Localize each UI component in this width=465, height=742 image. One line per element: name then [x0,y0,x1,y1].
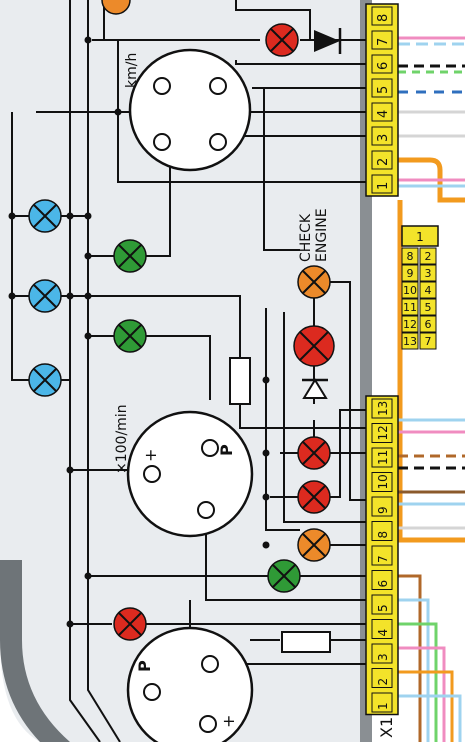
connector-lower-pin-number: 6 [376,580,390,588]
mini-connector-pin-number: 9 [407,267,414,280]
outgoing-wires [397,36,465,742]
connector-lower-pin-number: 10 [376,474,390,489]
lamp-red-2 [297,436,331,470]
connector-lower-pin-number: 12 [376,425,390,440]
mini-connector-pin-number: 1 [416,230,424,244]
connector-lower-pin-number: 7 [376,555,390,563]
connector-x1-label: X1 [377,717,396,738]
connector-upper-pin [371,30,393,50]
connector-upper-pin [371,150,393,170]
connector-lower-pin-number: 11 [376,450,390,465]
lower-gauge-plus-label: + [219,715,238,728]
lamp-orange-check-engine [297,265,331,299]
lamp-blue-2 [28,279,62,313]
speedometer-unit-label: km/h [124,53,140,88]
connector-lower-pin-number: 1 [376,702,390,710]
resistor-upper [229,357,251,405]
lamp-green-2 [113,319,147,353]
mini-connector-pin-number: 3 [425,267,432,280]
connector-lower-pin [371,521,393,541]
check-engine-label-line1: CHECK [298,213,314,262]
connector-lower-pin-number: 9 [376,506,390,514]
mini-connector-pin-number: 8 [407,250,414,263]
connector-lower-pin [371,472,393,492]
connector-lower-pin [371,643,393,664]
connector-lower-pin [371,692,393,713]
tachometer-p-label: P [217,444,236,456]
connector-lower-pin-number: 13 [376,401,390,416]
check-engine-label-line2: ENGINE [314,208,330,262]
lamp-red-4 [113,607,147,641]
lamp-green-1 [113,239,147,273]
mini-connector-pin-number: 13 [403,335,417,348]
connector-upper-pin-number: 6 [376,62,391,70]
mini-connector-pin-number: 2 [425,250,432,263]
connector-upper-pin-number: 1 [376,182,391,190]
connector-lower-pin [371,496,393,517]
lower-gauge-p-label: P [135,660,154,672]
connector-upper-pin [371,6,393,26]
lamp-red-speedometer [265,23,299,57]
panel-background [0,0,360,742]
lamp-blue-3 [28,363,62,397]
diode-middle [302,378,328,399]
lamp-red-large [293,325,335,367]
resistor-lower [281,631,331,653]
diode-top [314,28,342,54]
junction-dots [8,36,270,628]
lamp-blue-1 [28,199,62,233]
connector-lower-pin-number: 2 [376,678,390,686]
mini-connector-pin-number: 6 [425,318,432,331]
lamp-red-3 [297,480,331,514]
mini-connector-pin-number: 11 [403,301,417,314]
connector-lower: 13 12 11 10 9 8 7 6 5 4 3 2 1 [365,395,399,716]
connector-upper-pin-number: 8 [376,14,391,22]
mini-connector-pin-number: 10 [403,284,417,297]
tachometer-plus-label: + [141,449,160,462]
connector-lower-pin [371,668,393,688]
connector-lower-pin-number: 3 [376,653,390,661]
lamp-orange-top [101,0,131,15]
connector-lower-pin [371,545,393,566]
connector-lower-pin [371,447,393,468]
lamp-orange-2 [297,528,331,562]
connector-upper-pin [371,102,393,122]
connector-lower-pin [371,619,393,639]
connector-lower-pin-number: 5 [376,604,390,612]
connector-upper-pin [371,54,393,74]
tachometer-gauge: + P ×100/min [114,404,254,538]
tachometer-unit-label: ×100/min [114,404,130,474]
connector-upper-pin [371,78,393,98]
connector-upper-pin-number: 4 [376,110,391,118]
connector-lower-pin-number: 4 [376,629,390,637]
indicator-lamps [28,0,335,641]
mini-connector-pin-number: 4 [425,284,432,297]
connector-upper-pin-number: 5 [376,86,391,94]
connector-upper-pin-number: 2 [376,158,391,166]
connector-lower-pin [371,398,393,419]
connector-upper-pin-number: 3 [376,134,391,142]
connector-lower-pin [371,423,393,443]
speedometer-gauge: km/h [124,48,252,172]
connector-upper: 8 7 6 5 4 3 2 1 [365,3,399,197]
lower-gauge: P + [126,626,254,742]
connector-lower-pin [371,570,393,590]
lamp-green-3 [267,559,301,593]
connector-lower-pin [371,594,393,615]
connector-lower-pin-number: 8 [376,531,390,539]
connector-upper-pin-number: 7 [376,38,391,46]
connector-upper-pin [371,126,393,146]
mini-connector-pin-number: 7 [425,335,432,348]
mini-connector-pin-number: 12 [403,318,417,331]
connector-upper-pin [371,174,393,194]
panel-edge [0,560,70,742]
mini-connector-pin-number: 5 [425,301,432,314]
